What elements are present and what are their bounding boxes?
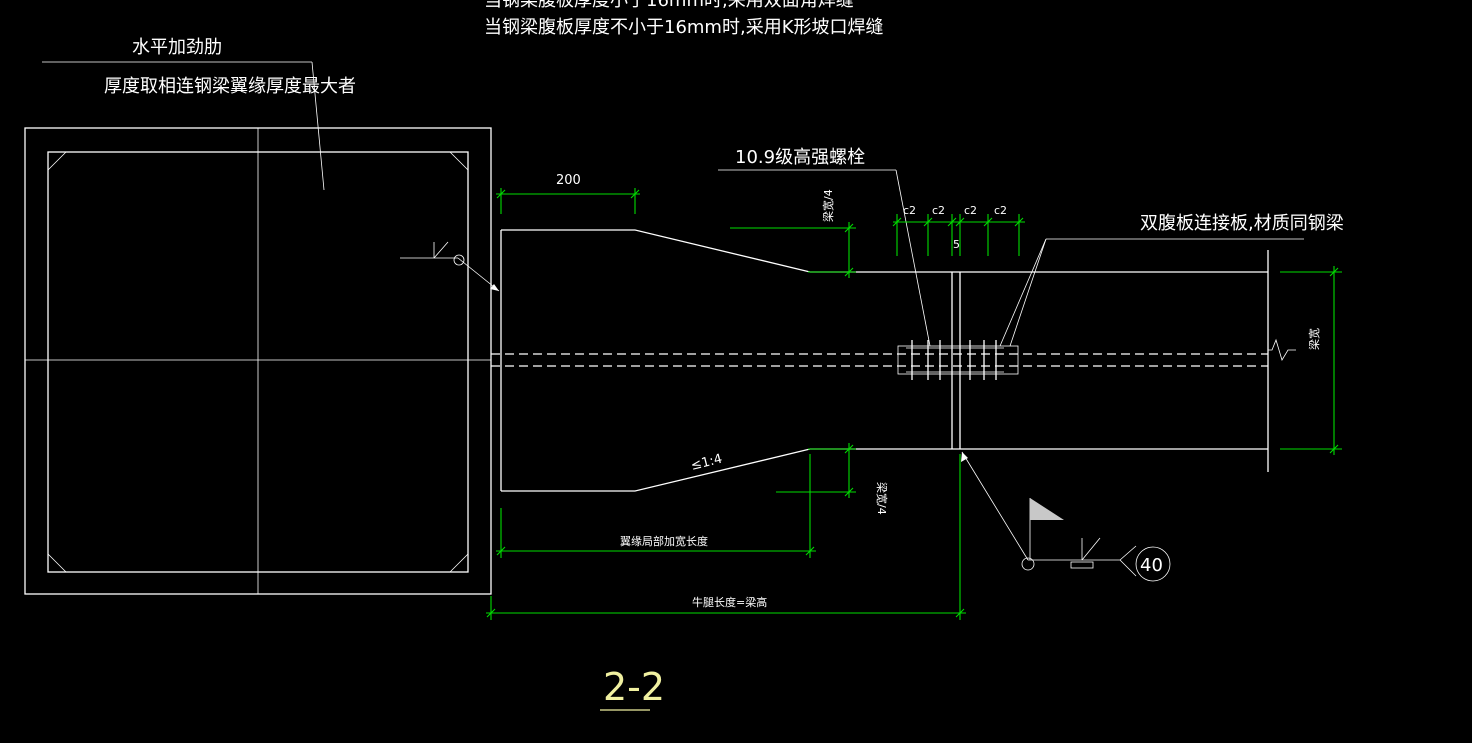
- weld-arrow-line: [457, 257, 500, 292]
- splice-plate: [897, 345, 1019, 375]
- dim-tick: [844, 444, 854, 454]
- stiffener-desc: 厚度取相连钢梁翼缘厚度最大者: [104, 76, 356, 97]
- dim-local-widen: 翼缘局部加宽长度: [496, 454, 816, 558]
- dim-c2-chain: c2 c2 c2 c2 5: [892, 204, 1025, 256]
- field-weld-flag: [1030, 498, 1064, 520]
- section-title: 2-2: [603, 665, 665, 709]
- dim-c2-label: c2: [903, 204, 916, 217]
- web-plates: [491, 340, 1268, 380]
- weld-detail-circle: [1135, 546, 1171, 582]
- weld-tail: [1119, 545, 1137, 561]
- column-corner-chamfer: [47, 553, 67, 573]
- break-mark: [1268, 338, 1296, 361]
- top-flange: [501, 229, 1268, 273]
- dim-flange-bottom-label: 梁宽/4: [875, 482, 889, 515]
- dim-c2-label: c2: [932, 204, 945, 217]
- dim-tick: [892, 217, 902, 227]
- splice-leader-b: [1009, 238, 1047, 347]
- weld-tail: [1119, 559, 1137, 577]
- dim-tick: [844, 487, 854, 497]
- weld-mark: [1081, 537, 1101, 561]
- dim-tick: [496, 546, 506, 556]
- weld-mark: [433, 241, 449, 259]
- dim-tick: [844, 267, 854, 277]
- stiffener-title: 水平加劲肋: [132, 37, 222, 58]
- dim-tick: [1329, 267, 1339, 277]
- dim-tick: [1014, 217, 1024, 227]
- dim-tick: [486, 608, 496, 618]
- dim-tick: [923, 217, 933, 227]
- splice-leader-a: [999, 238, 1047, 347]
- dim-200: 200: [496, 173, 640, 214]
- top-note-partial: 当钢梁腹板厚度小于16mm时,采用双面角焊缝: [484, 0, 854, 11]
- top-note: 当钢梁腹板厚度不小于16mm时,采用K形坡口焊缝: [484, 17, 884, 38]
- dim-c2-label: c2: [964, 204, 977, 217]
- weld-detail-number: 40: [1140, 555, 1163, 576]
- column-corner-chamfer: [449, 553, 469, 573]
- weld-symbol-left: [400, 241, 500, 292]
- column-corner-chamfer: [47, 151, 67, 171]
- dim-tick: [983, 217, 993, 227]
- dim-tick: [955, 608, 965, 618]
- weld-arrow-line: [961, 451, 1029, 561]
- weld-circle: [453, 254, 465, 266]
- dim-bracket-length: 牛腿长度=梁高: [486, 454, 966, 620]
- dim-tick: [947, 217, 957, 227]
- dim-tick: [955, 217, 965, 227]
- dim-flange-bottom: 梁宽/4: [776, 443, 889, 515]
- weld-all-around-circle: [1021, 557, 1035, 571]
- dim-tick: [844, 223, 854, 233]
- dim-c2-label: c2: [994, 204, 1007, 217]
- dim-tick: [1329, 444, 1339, 454]
- dim-tick: [496, 189, 506, 199]
- dim-flange-top: 梁宽/4: [730, 189, 856, 278]
- bottom-flange: [501, 448, 1268, 492]
- dim-gap-label: 5: [953, 238, 960, 251]
- bolt-note: 10.9级高强螺栓: [735, 147, 865, 168]
- weld-arrowhead: [490, 284, 499, 291]
- dim-beam-height-label: 梁宽: [1307, 328, 1321, 350]
- bolt-leader: [895, 169, 931, 347]
- slope-label: ≤1:4: [689, 452, 724, 474]
- column-section: [24, 127, 492, 595]
- weld-symbol-field: 40: [961, 451, 1171, 582]
- dim-tick: [630, 189, 640, 199]
- weld-backing: [1070, 561, 1094, 569]
- dim-beam-height: 梁宽: [1280, 266, 1342, 455]
- dim-200-label: 200: [556, 173, 581, 188]
- column-corner-chamfer: [449, 151, 469, 171]
- dim-flange-top-label: 梁宽/4: [821, 189, 835, 222]
- weld-arrowhead: [961, 452, 968, 462]
- beam-bracket: [500, 229, 1296, 492]
- dim-tick: [805, 546, 815, 556]
- dim-local-widen-label: 翼缘局部加宽长度: [620, 534, 708, 548]
- stiffener-leader: [311, 61, 325, 191]
- dim-bracket-length-label: 牛腿长度=梁高: [692, 595, 767, 609]
- splice-plate-note: 双腹板连接板,材质同钢梁: [1140, 213, 1344, 234]
